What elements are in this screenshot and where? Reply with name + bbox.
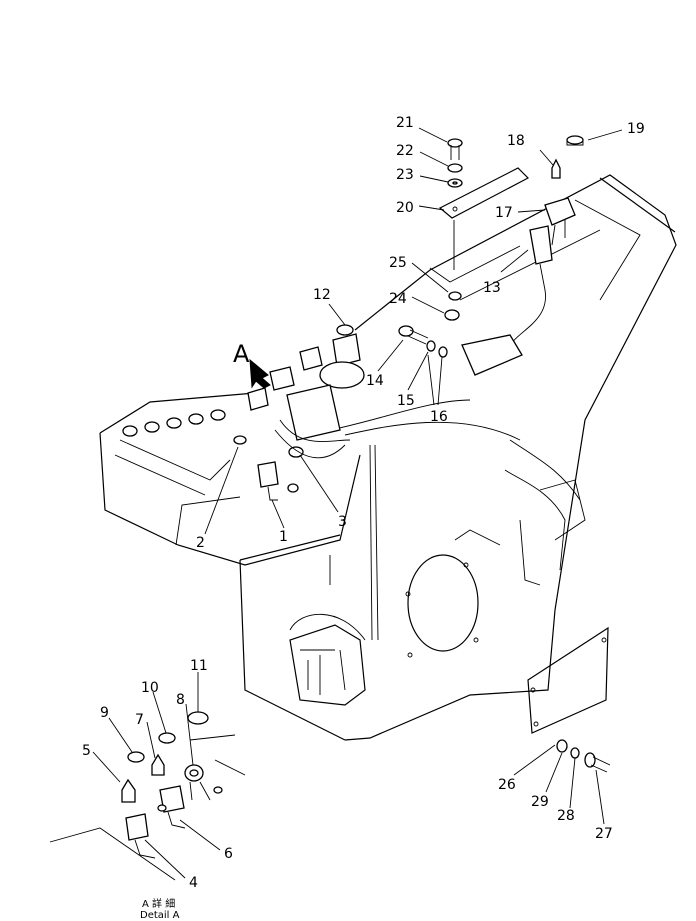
callout-labels: A 1 2 3 4 5 6 7 8 9 10 11 12 13 14 15 16… bbox=[82, 115, 645, 921]
callout-4: 4 bbox=[189, 875, 198, 891]
callout-1: 1 bbox=[279, 529, 288, 545]
callout-2: 2 bbox=[196, 535, 205, 551]
detail-caption-en: Detail A bbox=[140, 910, 180, 921]
callout-29: 29 bbox=[531, 794, 549, 810]
callout-7: 7 bbox=[135, 712, 144, 728]
callout-28: 28 bbox=[557, 808, 575, 824]
callout-18: 18 bbox=[507, 133, 525, 149]
callout-25: 25 bbox=[389, 255, 407, 271]
callout-17: 17 bbox=[495, 205, 513, 221]
callout-27: 27 bbox=[595, 826, 613, 842]
detail-caption-jp: A 詳 細 bbox=[142, 897, 175, 910]
callout-12: 12 bbox=[313, 287, 331, 303]
callout-10: 10 bbox=[141, 680, 159, 696]
panel-knobs bbox=[122, 409, 226, 437]
callout-26: 26 bbox=[498, 777, 516, 793]
machine-frame bbox=[99, 174, 677, 741]
callout-5: 5 bbox=[82, 743, 91, 759]
callout-9: 9 bbox=[100, 705, 109, 721]
small-parts bbox=[233, 135, 611, 773]
callout-6: 6 bbox=[224, 846, 233, 862]
cover-plate bbox=[527, 626, 609, 734]
callout-23: 23 bbox=[396, 167, 414, 183]
callout-14: 14 bbox=[366, 373, 384, 389]
detail-a-view bbox=[49, 711, 246, 881]
callout-22: 22 bbox=[396, 143, 414, 159]
callout-20: 20 bbox=[396, 200, 414, 216]
callout-19: 19 bbox=[627, 121, 645, 137]
callout-3: 3 bbox=[338, 514, 347, 530]
callout-8: 8 bbox=[176, 692, 185, 708]
callout-13: 13 bbox=[483, 280, 501, 296]
leader-lines bbox=[92, 127, 623, 879]
top-plate bbox=[438, 167, 530, 270]
detail-arrow bbox=[249, 358, 271, 389]
callout-21: 21 bbox=[396, 115, 414, 131]
detail-a-marker: A bbox=[233, 340, 250, 368]
callout-24: 24 bbox=[389, 291, 407, 307]
callout-16: 16 bbox=[430, 409, 448, 425]
callout-15: 15 bbox=[397, 393, 415, 409]
callout-11: 11 bbox=[190, 658, 208, 674]
